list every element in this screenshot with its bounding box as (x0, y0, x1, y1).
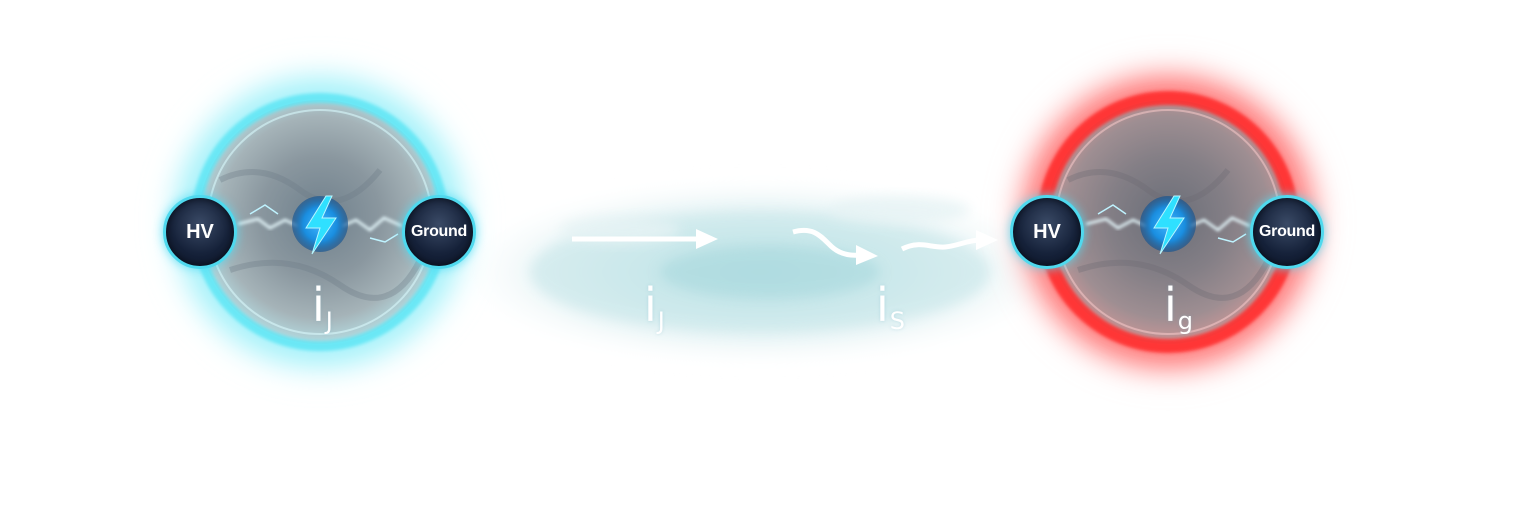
right-arc (1085, 204, 1251, 243)
lightning-bolt-icon (305, 195, 337, 255)
wavy-arrow-icon (792, 228, 878, 265)
current-symbol: i (876, 278, 889, 332)
current-subscript: g (1177, 307, 1194, 335)
current-symbol: i (644, 278, 657, 332)
current-subscript: J (657, 307, 665, 335)
straight-arrow-icon (572, 229, 718, 249)
left-ground-terminal: Ground (402, 195, 476, 269)
current-subscript: J (325, 307, 333, 335)
right-core (1140, 195, 1196, 255)
flow-current-a-label: iJ (644, 282, 665, 333)
current-symbol: i (1164, 278, 1177, 332)
current-subscript: S (889, 307, 906, 335)
right-current-label: ig (1164, 282, 1193, 333)
left-current-label: iJ (312, 282, 333, 333)
left-arc (237, 204, 403, 243)
right-ground-terminal: Ground (1250, 195, 1324, 269)
wavy-arrow-icon (900, 230, 998, 252)
lightning-bolt-icon (1153, 195, 1185, 255)
current-symbol: i (312, 278, 325, 332)
field-cloud (445, 174, 1075, 370)
left-hv-terminal: HV (163, 195, 237, 269)
right-hv-terminal: HV (1010, 195, 1084, 269)
left-core (292, 195, 348, 255)
flow-current-b-label: iS (876, 282, 905, 333)
